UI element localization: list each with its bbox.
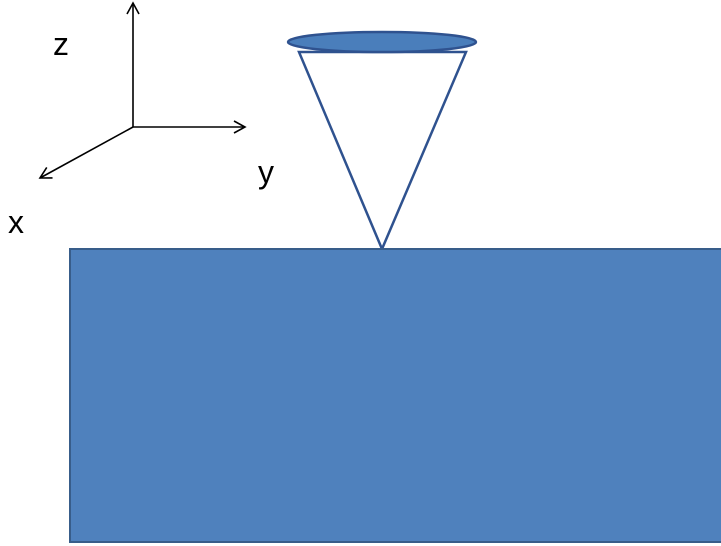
cone-cap	[286, 30, 478, 54]
cone-body	[297, 50, 468, 253]
z-axis-label: z	[53, 26, 69, 62]
x-axis-label: x	[8, 204, 24, 240]
x-axis-arrow	[38, 126, 134, 179]
y-axis-label: y	[258, 154, 274, 190]
axes-group: z y x	[8, 1, 274, 240]
cone	[286, 30, 478, 253]
surface-block	[69, 248, 721, 543]
